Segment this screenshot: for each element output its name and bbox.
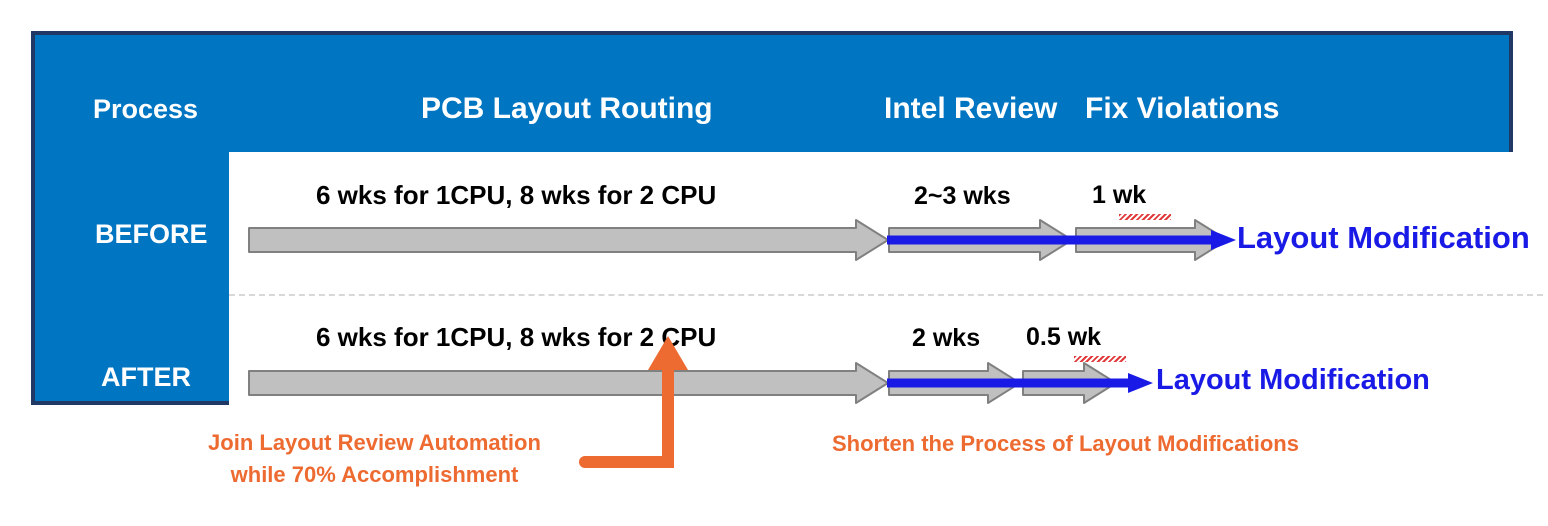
row-label-after: AFTER	[101, 362, 191, 392]
callout-arrow-icon	[575, 330, 695, 475]
note-right: Shorten the Process of Layout Modificati…	[832, 431, 1299, 456]
header-process-label: Process	[93, 94, 199, 124]
note-left: Join Layout Review Automation while 70% …	[172, 427, 577, 491]
header-column-intel-review: Intel Review	[884, 92, 1058, 125]
header-column-pcb-layout-routing: PCB Layout Routing	[421, 92, 713, 125]
note-left-line2: while 70% Accomplishment	[230, 462, 519, 487]
after-fix-caption: 0.5 wk	[1026, 323, 1102, 351]
timeline-panel: 6 wks for 1CPU, 8 wks for 2 CPU 2~3 wks …	[229, 152, 1543, 436]
after-routing-arrow	[248, 361, 890, 405]
after-outcome-label: Layout Modification	[1156, 364, 1430, 396]
after-fix-spellcheck-underline	[1074, 356, 1126, 362]
after-routing-caption: 6 wks for 1CPU, 8 wks for 2 CPU	[316, 322, 717, 352]
before-review-caption: 2~3 wks	[914, 182, 1011, 210]
before-fix-spellcheck-underline	[1119, 214, 1171, 220]
header-column-fix-violations: Fix Violations	[1085, 92, 1280, 125]
row-separator	[229, 294, 1543, 296]
before-flow-arrow	[887, 229, 1237, 251]
process-comparison-card: Process PCB Layout Routing Intel Review …	[31, 31, 1543, 436]
before-routing-arrow	[248, 218, 890, 262]
before-routing-caption: 6 wks for 1CPU, 8 wks for 2 CPU	[316, 180, 717, 210]
after-review-caption: 2 wks	[912, 324, 981, 352]
after-flow-arrow	[887, 372, 1154, 394]
before-fix-caption: 1 wk	[1092, 181, 1147, 209]
before-outcome-label: Layout Modification	[1237, 220, 1530, 255]
row-label-before: BEFORE	[95, 219, 208, 249]
note-left-line1: Join Layout Review Automation	[208, 430, 541, 455]
